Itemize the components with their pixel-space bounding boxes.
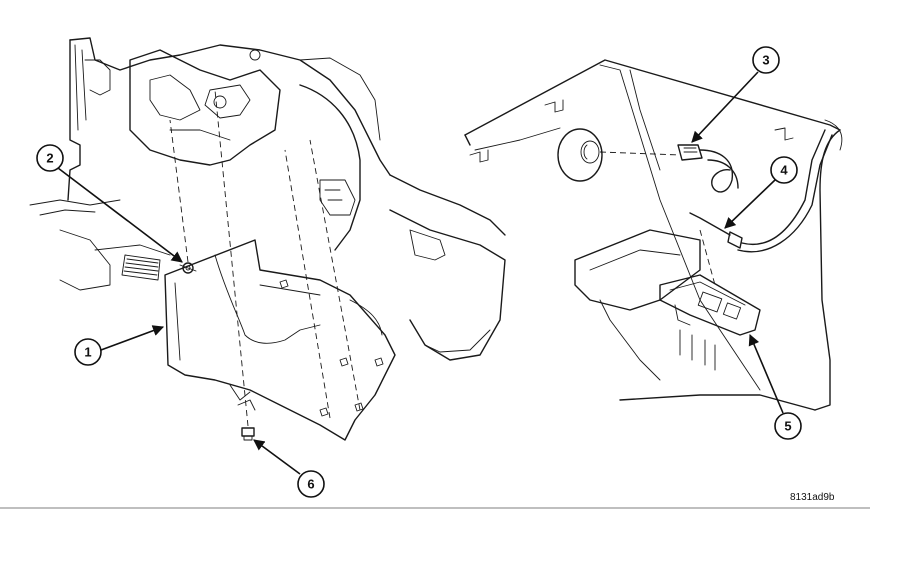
alignment-line — [214, 89, 249, 427]
part-2-retainer-clip — [179, 262, 197, 274]
alignment-line — [169, 119, 189, 263]
callout-2-label: 2 — [46, 151, 53, 166]
callout-2: 2 — [36, 144, 183, 263]
callout-4: 4 — [724, 156, 798, 229]
callout-1: 1 — [74, 325, 165, 366]
callout-6: 6 — [253, 439, 325, 498]
part-4-lamp-wire — [689, 129, 833, 253]
part-1-lower-trim-panel — [164, 239, 396, 441]
callout-4-label: 4 — [780, 163, 788, 178]
part-6-screw — [237, 399, 256, 441]
reference-code: 8131ad9b — [790, 492, 835, 503]
right-illustration-glove-box — [464, 59, 843, 411]
left-illustration-instrument-panel — [29, 37, 506, 441]
part-5-lamp-switch — [659, 274, 761, 371]
callout-6-label: 6 — [307, 477, 314, 492]
alignment-line — [284, 149, 331, 419]
callout-1-label: 1 — [84, 345, 91, 360]
part-3-harness-connector — [677, 144, 739, 193]
callout-3: 3 — [691, 46, 780, 143]
grommet-hole — [557, 128, 603, 182]
callout-3-label: 3 — [762, 53, 769, 68]
alignment-line — [309, 139, 361, 411]
alignment-line — [599, 151, 681, 156]
callout-5: 5 — [748, 333, 802, 440]
vent-grille — [121, 254, 161, 281]
callout-5-label: 5 — [784, 419, 791, 434]
